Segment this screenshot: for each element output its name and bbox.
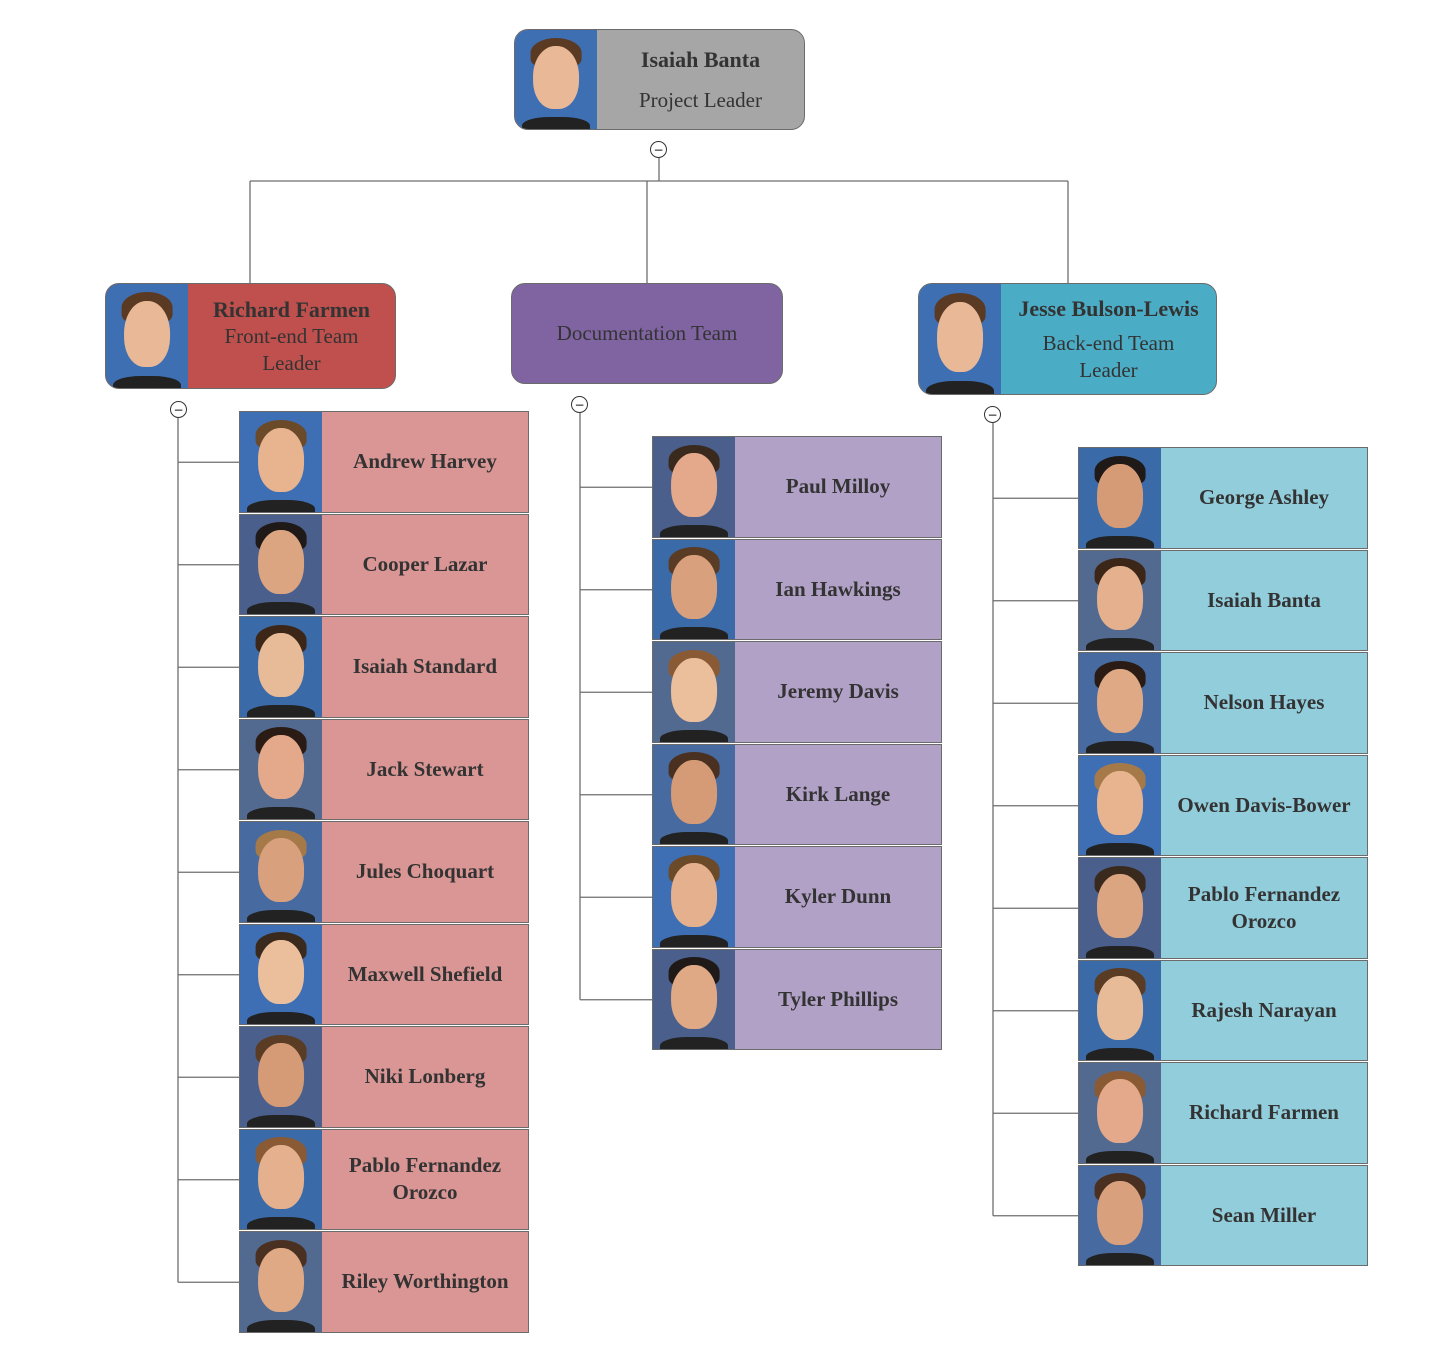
person-photo-icon [240,924,322,1024]
backend-leader-role: Back-end Team Leader [1042,330,1175,382]
member-node[interactable]: Cooper Lazar [239,513,529,615]
person-photo-icon [106,284,188,388]
minus-circle-icon[interactable]: − [170,401,187,418]
person-photo-icon [1079,960,1161,1060]
backend-leader-name: Jesse Bulson-Lewis [1018,295,1199,321]
frontend-leader-node[interactable]: Richard Farmen Front-end Team Leader [105,283,396,389]
member-node[interactable]: Jeremy Davis [652,641,942,743]
member-name: Kirk Lange [785,781,891,806]
person-photo-icon [919,284,1001,394]
frontend-leader-role: Front-end Team Leader [224,323,359,375]
member-node[interactable]: Nelson Hayes [1078,652,1368,754]
member-node[interactable]: Tyler Phillips [652,948,942,1050]
person-photo-icon [653,642,735,742]
member-name: Maxwell Shefield [347,961,503,986]
backend-leader-node[interactable]: Jesse Bulson-Lewis Back-end Team Leader [918,283,1217,395]
member-name: Ian Hawkings [775,576,901,601]
person-photo-icon [240,719,322,819]
member-name: Rajesh Narayan [1191,997,1337,1022]
person-photo-icon [1079,858,1161,958]
member-name: Jules Choquart [355,859,495,884]
member-name: Nelson Hayes [1203,690,1325,715]
frontend-leader-label: Richard Farmen Front-end Team Leader [188,284,395,388]
person-photo-icon [240,412,322,512]
person-photo-icon [653,949,735,1049]
member-node[interactable]: Isaiah Banta [1078,549,1368,651]
backend-leader-label: Jesse Bulson-Lewis Back-end Team Leader [1001,284,1216,394]
member-name: Jack Stewart [366,756,484,781]
root-role: Project Leader [638,87,763,112]
member-name: Sean Miller [1211,1202,1317,1227]
minus-circle-icon[interactable]: − [650,141,667,158]
frontend-leader-name: Richard Farmen [212,296,371,322]
person-photo-icon [1079,1063,1161,1163]
member-node[interactable]: Maxwell Shefield [239,923,529,1025]
person-photo-icon [1079,550,1161,650]
person-photo-icon [1079,448,1161,548]
person-photo-icon [653,847,735,947]
member-name: Jeremy Davis [777,679,899,704]
member-node[interactable]: Niki Lonberg [239,1026,529,1128]
member-node[interactable]: Jack Stewart [239,718,529,820]
member-node[interactable]: Kyler Dunn [652,846,942,948]
member-name: Tyler Phillips [778,986,898,1011]
member-name: Pablo Fernandez Orozco [1187,881,1341,933]
member-name: Isaiah Standard [352,654,498,679]
member-node[interactable]: Owen Davis-Bower [1078,754,1368,856]
member-name: Isaiah Banta [1207,587,1321,612]
member-node[interactable]: Pablo Fernandez Orozco [1078,857,1368,959]
person-photo-icon [240,1129,322,1229]
member-node[interactable]: George Ashley [1078,447,1368,549]
member-node[interactable]: Andrew Harvey [239,411,529,513]
member-name: Niki Lonberg [364,1064,486,1089]
root-label: Isaiah Banta Project Leader [597,30,804,129]
member-node[interactable]: Richard Farmen [1078,1062,1368,1164]
person-photo-icon [240,822,322,922]
member-name: George Ashley [1198,485,1330,510]
member-node[interactable]: Riley Worthington [239,1231,529,1333]
documentation-team-title: Documentation Team [556,321,738,345]
member-name: Paul Milloy [785,474,891,499]
person-photo-icon [240,1027,322,1127]
member-node[interactable]: Rajesh Narayan [1078,959,1368,1061]
documentation-team-label: Documentation Team [512,284,782,383]
member-node[interactable]: Sean Miller [1078,1164,1368,1266]
person-photo-icon [653,539,735,639]
member-node[interactable]: Ian Hawkings [652,538,942,640]
member-node[interactable]: Paul Milloy [652,436,942,538]
member-node[interactable]: Pablo Fernandez Orozco [239,1128,529,1230]
person-photo-icon [240,617,322,717]
person-photo-icon [515,30,597,129]
person-photo-icon [1079,1165,1161,1265]
root-name: Isaiah Banta [640,46,761,72]
member-name: Riley Worthington [341,1269,509,1294]
member-name: Cooper Lazar [362,551,488,576]
member-name: Andrew Harvey [353,449,497,474]
member-name: Owen Davis-Bower [1177,792,1351,817]
person-photo-icon [1079,653,1161,753]
member-node[interactable]: Kirk Lange [652,743,942,845]
member-node[interactable]: Isaiah Standard [239,616,529,718]
documentation-team-node[interactable]: Documentation Team [511,283,783,384]
person-photo-icon [240,1232,322,1332]
member-name: Richard Farmen [1189,1100,1339,1125]
minus-circle-icon[interactable]: − [571,396,588,413]
member-name: Pablo Fernandez Orozco [348,1153,502,1205]
member-name: Kyler Dunn [784,884,892,909]
person-photo-icon [653,744,735,844]
minus-circle-icon[interactable]: − [984,406,1001,423]
root-node[interactable]: Isaiah Banta Project Leader [514,29,805,130]
member-node[interactable]: Jules Choquart [239,821,529,923]
person-photo-icon [1079,755,1161,855]
person-photo-icon [240,514,322,614]
person-photo-icon [653,437,735,537]
